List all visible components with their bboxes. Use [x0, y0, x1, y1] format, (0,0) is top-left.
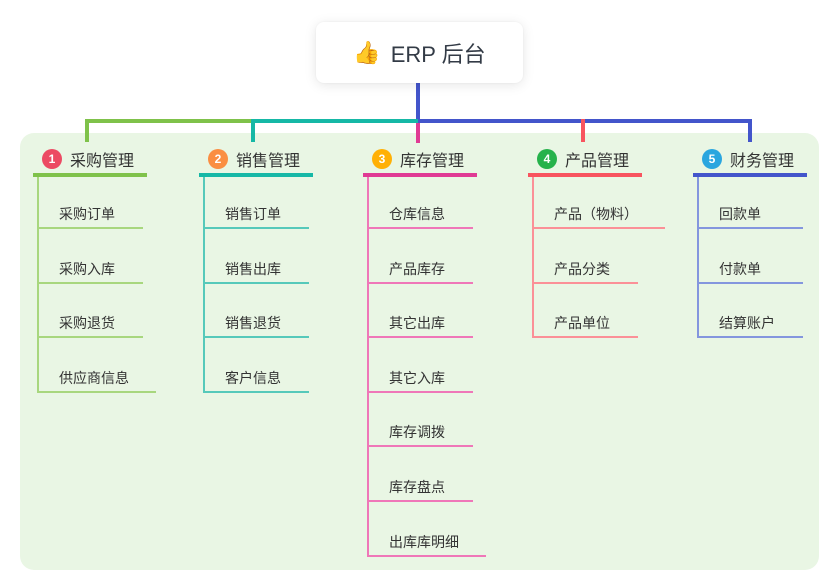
branch-number-badge: 3: [372, 149, 392, 169]
branch-group-product: 4 产品管理 产品（物料） 产品分类 产品单位: [528, 145, 665, 339]
branch-node-label: 库存管理: [400, 153, 465, 170]
child-node[interactable]: 销售订单: [205, 177, 309, 229]
branch-node-product[interactable]: 4 产品管理: [528, 145, 642, 177]
child-node[interactable]: 结算账户: [699, 284, 803, 339]
child-node[interactable]: 产品库存: [369, 229, 473, 284]
branch-node-sales[interactable]: 2 销售管理: [199, 145, 313, 177]
branch-group-finance: 5 财务管理 回款单 付款单 结算账户: [693, 145, 807, 339]
child-node[interactable]: 其它出库: [369, 284, 473, 339]
child-node[interactable]: 库存盘点: [369, 447, 473, 502]
branch-node-label: 销售管理: [236, 153, 301, 170]
child-node[interactable]: 销售出库: [205, 229, 309, 284]
child-node[interactable]: 采购退货: [39, 284, 143, 339]
branch-number-badge: 5: [702, 149, 722, 169]
branch-children: 采购订单 采购入库 采购退货 供应商信息: [37, 177, 156, 393]
child-node[interactable]: 客户信息: [205, 338, 309, 393]
branch-node-finance[interactable]: 5 财务管理: [693, 145, 807, 177]
branch-number-badge: 4: [537, 149, 557, 169]
child-node[interactable]: 付款单: [699, 229, 803, 284]
child-node[interactable]: 采购入库: [39, 229, 143, 284]
child-node[interactable]: 库存调拨: [369, 393, 473, 448]
branch-number-badge: 1: [42, 149, 62, 169]
root-node[interactable]: 👍 ERP 后台: [316, 22, 523, 83]
branch-children: 销售订单 销售出库 销售退货 客户信息: [203, 177, 309, 393]
child-node[interactable]: 销售退货: [205, 284, 309, 339]
branch-children: 回款单 付款单 结算账户: [697, 177, 803, 339]
branch-node-inventory[interactable]: 3 库存管理: [363, 145, 477, 177]
branch-group-sales: 2 销售管理 销售订单 销售出库 销售退货 客户信息: [199, 145, 313, 393]
branches-panel: [20, 133, 819, 570]
branch-group-inventory: 3 库存管理 仓库信息 产品库存 其它出库 其它入库 库存调拨 库存盘点 出库库…: [363, 145, 486, 557]
child-node[interactable]: 采购订单: [39, 177, 143, 229]
branch-node-label: 财务管理: [730, 153, 795, 170]
child-node[interactable]: 产品（物料）: [534, 177, 665, 229]
child-node[interactable]: 其它入库: [369, 338, 473, 393]
child-node[interactable]: 产品分类: [534, 229, 638, 284]
branch-number-badge: 2: [208, 149, 228, 169]
branch-children: 产品（物料） 产品分类 产品单位: [532, 177, 665, 339]
child-node[interactable]: 回款单: [699, 177, 803, 229]
branch-group-purchase: 1 采购管理 采购订单 采购入库 采购退货 供应商信息: [33, 145, 156, 393]
branch-node-purchase[interactable]: 1 采购管理: [33, 145, 147, 177]
branch-children: 仓库信息 产品库存 其它出库 其它入库 库存调拨 库存盘点 出库库明细: [367, 177, 486, 557]
branch-node-label: 采购管理: [70, 153, 135, 170]
thumbs-up-icon: 👍: [353, 39, 381, 65]
child-node[interactable]: 产品单位: [534, 284, 638, 339]
branch-node-label: 产品管理: [565, 153, 630, 170]
child-node[interactable]: 出库库明细: [369, 502, 486, 557]
child-node[interactable]: 仓库信息: [369, 177, 473, 229]
root-node-label: ERP 后台: [390, 41, 486, 67]
child-node[interactable]: 供应商信息: [39, 338, 156, 393]
